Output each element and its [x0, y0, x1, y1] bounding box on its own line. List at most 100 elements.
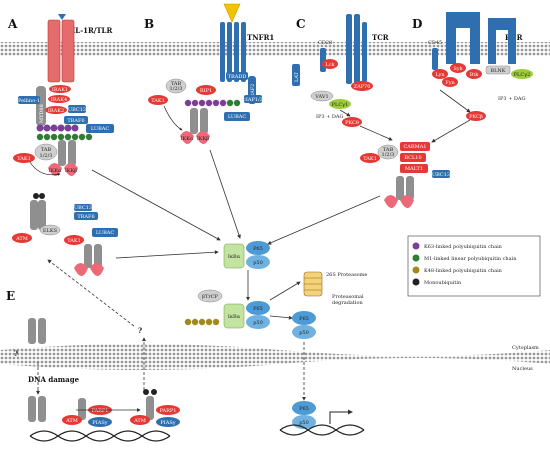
- zap70-node: ZAP70: [351, 81, 373, 91]
- nfkb-complex-top: IκBα P65 p50: [223, 241, 270, 269]
- tab-node-b: TAB 1/2/3: [165, 78, 187, 94]
- ubc13-node-a: UBC13: [68, 105, 86, 113]
- svg-text:TAK1: TAK1: [67, 238, 81, 244]
- cd45-label: CD45: [428, 40, 442, 46]
- legend-k63-text: K63-linked polyubiquitin chain: [424, 244, 503, 250]
- nemo-nucleus-e: [28, 396, 46, 422]
- plcg1-node: PLCγ1: [329, 99, 351, 109]
- svg-text:LUBAC: LUBAC: [228, 114, 247, 120]
- svg-text:Lck: Lck: [325, 62, 335, 68]
- ubc13-node-cbm: UBC13: [432, 170, 450, 178]
- ikk-complex-cbm: [384, 176, 414, 208]
- cytoplasm-label: Cytoplasm: [512, 345, 539, 351]
- svg-text:p50: p50: [299, 420, 309, 426]
- ciap-node: cIAP1/2: [243, 95, 263, 103]
- panel-a-receptor-label: IL-1R/TLR: [72, 26, 112, 35]
- svg-text:LUBAC: LUBAC: [91, 126, 110, 132]
- legend-k63-swatch: [412, 242, 420, 250]
- dna-damage-label: DNA damage: [28, 375, 80, 384]
- ip3-dag-d: IP3 + DAG: [498, 96, 526, 102]
- tak1-node-cbm: TAK1: [360, 153, 380, 163]
- pathway-arrows: [36, 89, 471, 412]
- tnf-ligand: [223, 3, 241, 23]
- svg-text:ZAP70: ZAP70: [354, 84, 371, 90]
- myd88-node: MYD88: [36, 86, 46, 126]
- btk-node: Btk: [466, 69, 482, 79]
- svg-text:IκBα: IκBα: [228, 314, 241, 320]
- syk-node: Syk: [450, 63, 466, 73]
- cd28-label: CD28: [318, 40, 332, 46]
- pkcb-node: PKCβ: [466, 111, 486, 121]
- atm-complex-cytoplasm: ATM ELKS TAK1 TRAF6 UBC13 LUBAC: [12, 193, 118, 276]
- panel-c-letter: C: [296, 17, 306, 31]
- svg-text:PKCθ: PKCθ: [345, 120, 359, 126]
- traf6-node-a: TRAF6: [64, 116, 88, 124]
- svg-text:P65: P65: [253, 246, 263, 252]
- nuclear-envelope: [0, 344, 550, 370]
- svg-text:TRAF6: TRAF6: [77, 214, 94, 220]
- pellino-node: Pellino-1: [18, 96, 40, 104]
- svg-text:PLCγ2: PLCγ2: [514, 72, 531, 78]
- panel-e-letter: E: [6, 289, 15, 303]
- svg-text:IRAK1: IRAK1: [52, 87, 68, 93]
- lyn-node: Lyn: [432, 69, 448, 79]
- svg-text:PLCγ1: PLCγ1: [332, 102, 349, 108]
- svg-text:RIP1: RIP1: [200, 88, 212, 94]
- svg-text:PIASy: PIASy: [160, 420, 175, 426]
- svg-text:LAT: LAT: [294, 71, 300, 82]
- nfkb-complex-ub: IκBα P65 p50: [223, 301, 270, 329]
- svg-text:TRADD: TRADD: [228, 74, 247, 80]
- svg-text:IκBα: IκBα: [228, 254, 241, 260]
- atm-parp1-complex-2: ATM PARP1 PIASy: [130, 389, 180, 427]
- panel-d-letter: D: [412, 17, 422, 31]
- k63-chain-a: [36, 124, 79, 132]
- tak1-node-b: TAK1: [148, 95, 168, 105]
- tab-node-cbm: TAB 1/2/3: [377, 144, 399, 160]
- ikk-complex-b: IKKα IKKβ: [180, 108, 210, 144]
- svg-text:BCL10: BCL10: [404, 155, 421, 161]
- svg-text:LUBAC: LUBAC: [96, 230, 115, 236]
- svg-text:ATM: ATM: [65, 418, 78, 424]
- svg-text:CARMA1: CARMA1: [403, 144, 426, 150]
- svg-text:βTrCP: βTrCP: [202, 294, 218, 300]
- dna-helix-nucleus: [279, 409, 365, 436]
- svg-text:PKCβ: PKCβ: [469, 114, 483, 120]
- m1-chain-a: [36, 133, 93, 141]
- svg-text:P65: P65: [299, 406, 309, 412]
- btrcp-node: βTrCP: [197, 289, 223, 303]
- svg-text:ATM: ATM: [133, 418, 146, 424]
- cbm-complex: CARMA1 BCL10 MALT1: [400, 142, 430, 173]
- nfkb-free-cytoplasm: P65 p50: [292, 311, 316, 339]
- legend-mono-swatch: [412, 278, 420, 286]
- irak1-node: IRAK1: [49, 85, 71, 93]
- svg-text:Pellino-1: Pellino-1: [18, 98, 40, 104]
- svg-text:PARP1: PARP1: [92, 408, 109, 414]
- tak1-node-a: TAK1: [13, 153, 35, 163]
- blnk-node: BLNK: [485, 65, 511, 75]
- svg-text:MALT1: MALT1: [405, 166, 423, 172]
- svg-text:TRAF2: TRAF2: [250, 84, 256, 101]
- svg-text:1/2/3: 1/2/3: [170, 86, 183, 92]
- legend: K63-linked polyubiquitin chain M1-linked…: [407, 235, 541, 297]
- svg-text:1/2/3: 1/2/3: [382, 152, 395, 158]
- pkct-node: PKCθ: [342, 117, 362, 127]
- svg-text:UBC13: UBC13: [74, 205, 92, 211]
- plasma-membrane: [0, 42, 550, 56]
- irak4-node: IRAK4: [48, 95, 70, 103]
- svg-text:PIASy: PIASy: [92, 420, 107, 426]
- lat-node: LAT: [292, 64, 300, 86]
- il1r-tlr-receptor: [47, 14, 75, 83]
- svg-text:VAV1: VAV1: [314, 94, 328, 100]
- svg-text:PARP1: PARP1: [160, 408, 177, 414]
- svg-text:ATM: ATM: [15, 236, 28, 242]
- panel-a-letter: A: [7, 17, 18, 31]
- svg-text:TAB: TAB: [383, 147, 394, 153]
- svg-text:p50: p50: [253, 260, 263, 266]
- svg-text:TAB: TAB: [171, 81, 182, 87]
- svg-text:IKKβ: IKKβ: [65, 168, 77, 174]
- panel-b-letter: B: [144, 17, 154, 31]
- tab-node-a: TAB 1/2/3: [34, 143, 58, 161]
